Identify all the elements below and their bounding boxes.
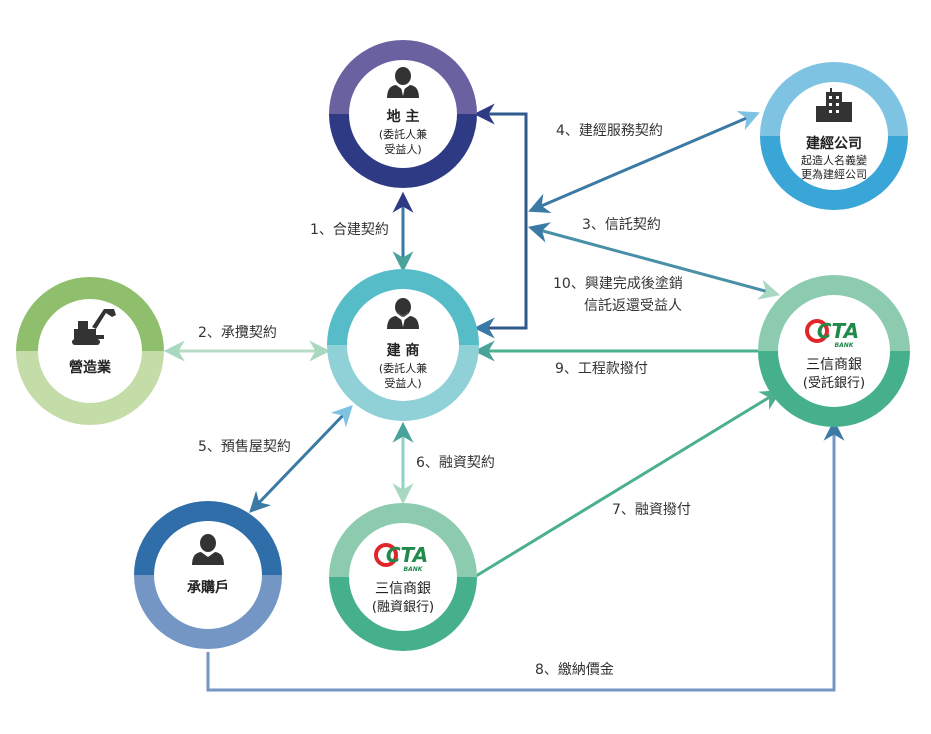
excavator-icon [72, 309, 116, 345]
edge-5-line [249, 404, 353, 514]
node-construction: 營造業 [16, 277, 164, 425]
node-trust-bank: CTA BANK 三信商銀 (受託銀行) [758, 275, 910, 427]
construction-name: 營造業 [69, 359, 112, 376]
edge-5-label: 5、預售屋契約 [198, 439, 291, 455]
builder-name: 建 商 [387, 342, 420, 359]
cta-logo: CTA BANK [805, 319, 859, 349]
edge-10-label-line2: 信託返還受益人 [584, 298, 682, 314]
cta-logo-bank-text: BANK [404, 566, 424, 573]
building-icon [816, 88, 852, 122]
node-builder: 建 商 (委託人兼 受益人) [327, 269, 479, 421]
edge-labels: 1、合建契約 2、承攬契約 3、信託契約 4、建經服務契約 5、預售屋契約 6、… [198, 123, 691, 678]
edge-7-line [475, 389, 782, 578]
cta-logo-text: CTA [386, 543, 428, 567]
edge-8-line [206, 419, 845, 692]
edge-6-label: 6、融資契約 [416, 455, 495, 471]
builder-sub1: (委託人兼 [379, 361, 427, 375]
edges [163, 103, 845, 692]
person-beard-icon [387, 298, 419, 329]
consultant-sub1: 起造人名義變 [801, 153, 867, 167]
loan-bank-sub: (融資銀行) [372, 600, 434, 615]
landowner-name: 地 主 [387, 108, 420, 125]
edge-4-label: 4、建經服務契約 [556, 123, 663, 139]
edge-8-label: 8、繳納價金 [535, 661, 614, 678]
cta-logo: CTA BANK [374, 543, 428, 573]
edge-10-line [473, 103, 528, 339]
node-consultant: 建經公司 起造人名義變 更為建經公司 [760, 62, 908, 210]
person-icon [387, 67, 419, 98]
consultant-sub2: 更為建經公司 [801, 167, 867, 181]
consultant-name: 建經公司 [806, 135, 862, 152]
edge-9-label: 9、工程款撥付 [555, 361, 648, 377]
loan-bank-name: 三信商銀 [375, 581, 431, 597]
edge-2-label: 2、承攬契約 [198, 325, 277, 341]
landowner-sub1: (委託人兼 [379, 127, 427, 141]
edge-3-line [527, 222, 781, 300]
cta-logo-bank-text: BANK [835, 342, 855, 349]
buyer-name: 承購戶 [187, 579, 229, 596]
node-buyer: 承購戶 [134, 501, 282, 649]
trust-bank-sub: (受託銀行) [803, 375, 865, 391]
edge-7-label: 7、融資撥付 [612, 502, 691, 518]
node-landowner: 地 主 (委託人兼 受益人) [329, 40, 477, 188]
builder-sub2: 受益人) [384, 376, 421, 390]
landowner-sub2: 受益人) [384, 142, 421, 156]
edge-4-line [528, 110, 760, 214]
trust-bank-name: 三信商銀 [806, 357, 862, 373]
edge-3-label: 3、信託契約 [582, 217, 661, 233]
edge-1-label: 1、合建契約 [310, 222, 389, 238]
person-icon [192, 534, 224, 565]
cta-logo-text: CTA [817, 319, 859, 343]
edge-10-label-line1: 10、興建完成後塗銷 [553, 275, 683, 292]
node-loan-bank: CTA BANK 三信商銀 (融資銀行) [329, 503, 477, 651]
